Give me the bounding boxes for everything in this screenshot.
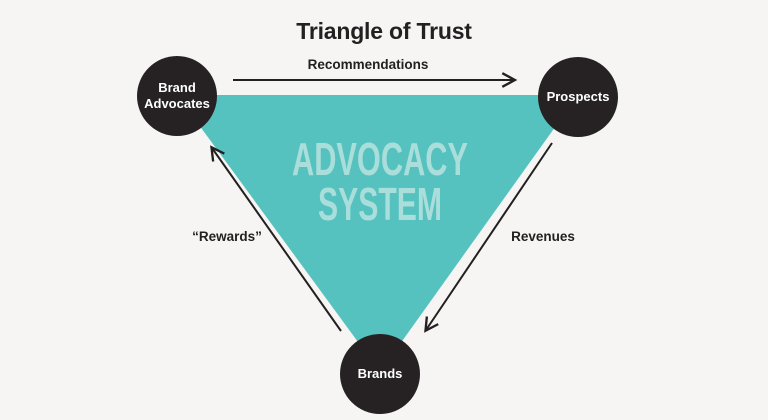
edge-label-recommendations: Recommendations xyxy=(307,57,429,72)
advocacy-triangle xyxy=(177,95,578,372)
advocacy-system-label-line1: ADVOCACY xyxy=(292,133,468,185)
edge-label-rewards: “Rewards” xyxy=(192,229,262,244)
node-prospects-label: Prospects xyxy=(546,89,610,104)
node-prospects: Prospects xyxy=(538,57,618,137)
rewards-arrow-icon xyxy=(210,145,342,332)
edge-label-revenues: Revenues xyxy=(511,229,575,244)
node-brand-advocates: Brand Advocates xyxy=(137,56,217,136)
node-brands-label: Brands xyxy=(357,366,403,381)
advocacy-system-label-line2: SYSTEM xyxy=(318,178,442,230)
revenues-arrow-icon xyxy=(424,142,553,333)
node-brands: Brands xyxy=(340,334,420,414)
diagram-title: Triangle of Trust xyxy=(296,18,472,44)
node-brand-advocates-label-line1: Brand xyxy=(158,80,196,95)
node-brand-advocates-label-line2: Advocates xyxy=(144,96,210,111)
